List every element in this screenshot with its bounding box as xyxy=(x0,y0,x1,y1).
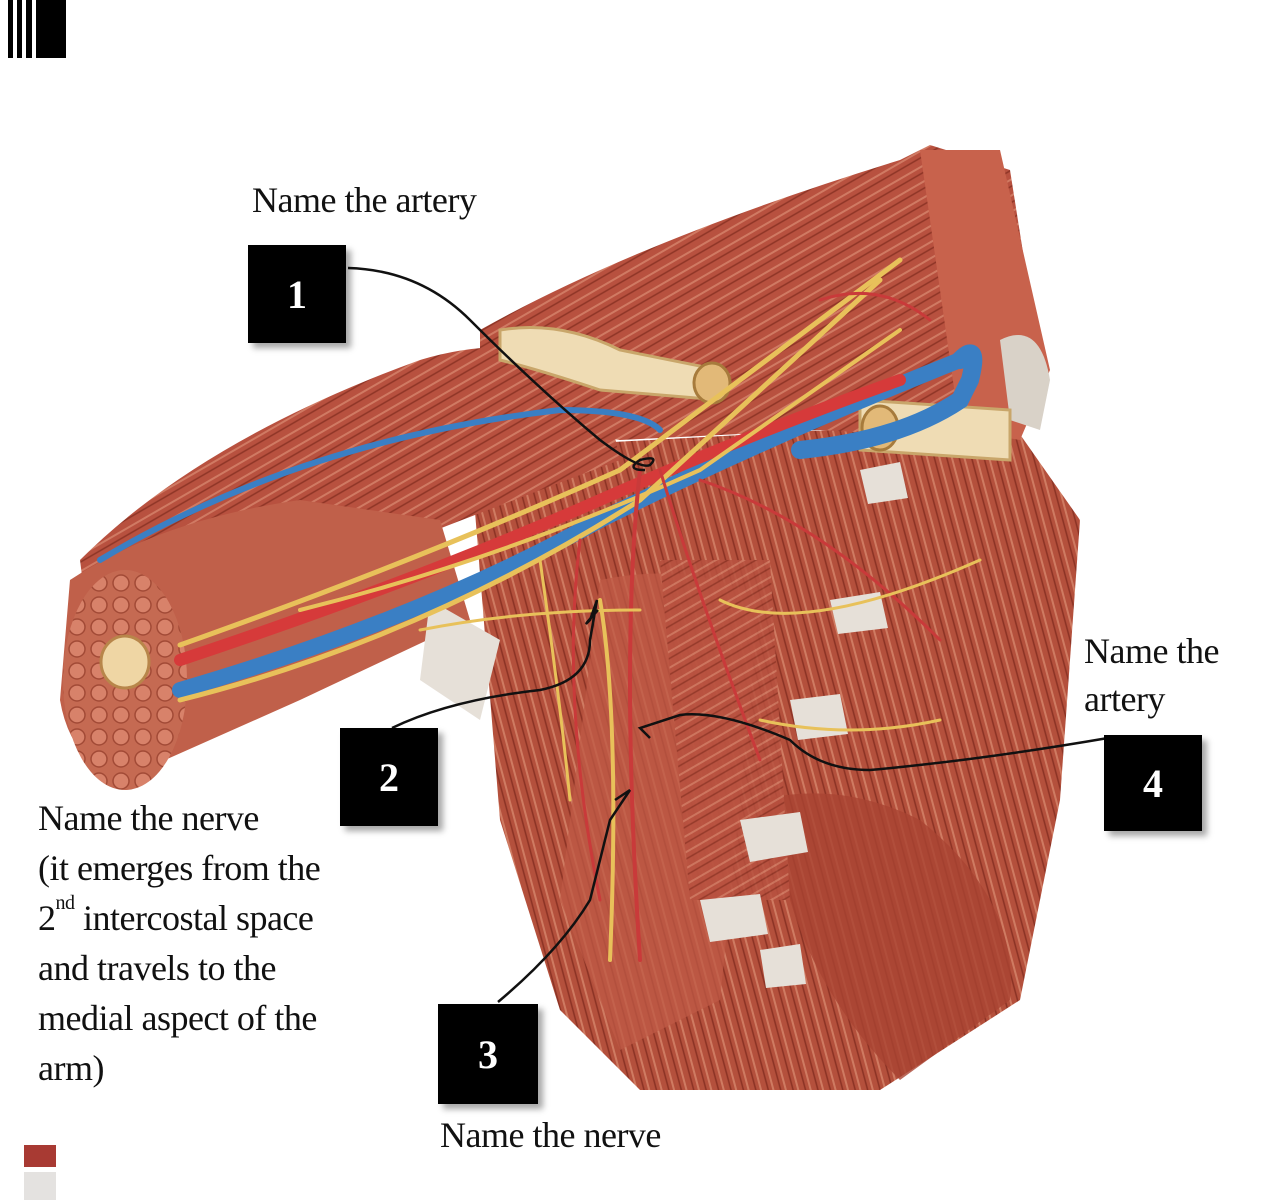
prompt-2: Name the nerve (it emerges from the 2nd … xyxy=(38,793,438,1093)
corner-bar-mark xyxy=(8,0,68,58)
accent-square-red xyxy=(24,1145,56,1167)
prompt-4-line-1: Name the xyxy=(1084,631,1219,671)
number-box-2: 2 xyxy=(340,728,438,826)
prompt-2-line-3: 2nd intercostal space xyxy=(38,893,438,943)
prompt-2-line-5: medial aspect of the xyxy=(38,998,317,1038)
number-box-1: 1 xyxy=(248,245,346,343)
prompt-2-line-6: arm) xyxy=(38,1048,104,1088)
prompt-2-line-2: (it emerges from the xyxy=(38,848,321,888)
prompt-2-line-3-text: intercostal space xyxy=(83,898,314,938)
ordinal-suffix: nd xyxy=(55,892,76,914)
arm-muscles xyxy=(60,347,620,790)
prompt-2-line-4: and travels to the xyxy=(38,948,276,988)
leader-line-1 xyxy=(347,266,655,472)
leader-lines xyxy=(347,266,1109,1003)
leader-line-3 xyxy=(497,788,632,1003)
number-box-4: 4 xyxy=(1104,735,1202,831)
vessels-and-nerves xyxy=(97,257,983,962)
prompt-3: Name the nerve xyxy=(440,1115,661,1155)
ordinal-number: 2 xyxy=(38,898,56,938)
prompt-2-line-1: Name the nerve xyxy=(38,798,259,838)
leader-line-2 xyxy=(391,599,599,730)
number-box-3: 3 xyxy=(438,1004,538,1104)
prompt-4: Name the artery xyxy=(1084,627,1219,723)
prompt-1: Name the artery xyxy=(252,180,477,220)
accent-square-gray xyxy=(24,1172,56,1200)
prompt-4-line-2: artery xyxy=(1084,679,1165,719)
leader-line-4 xyxy=(637,713,1109,772)
